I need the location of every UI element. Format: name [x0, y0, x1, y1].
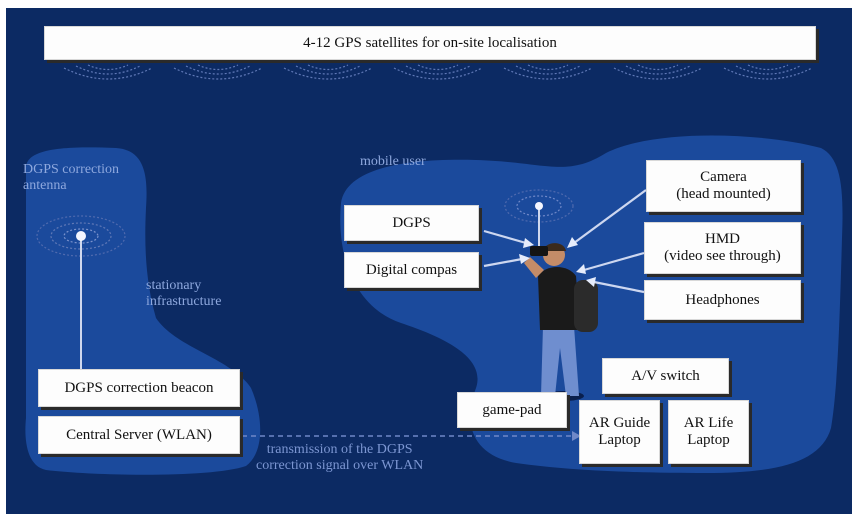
game-pad-box: game-pad [457, 392, 567, 428]
transmission-label: transmission of the DGPS correction sign… [256, 442, 424, 473]
mobile-user-label: mobile user [360, 154, 426, 169]
central-server-box: Central Server (WLAN) [38, 416, 240, 454]
dgps-antenna [36, 215, 126, 372]
hmd-box: HMD (video see through) [644, 222, 801, 274]
dgps-antenna-label: DGPS correction antenna [23, 162, 120, 193]
av-switch-box: A/V switch [602, 358, 729, 394]
gps-satellites-title: 4-12 GPS satellites for on-site localisa… [44, 26, 816, 60]
satellite-signals [63, 64, 813, 80]
mobile-antenna [504, 189, 574, 246]
diagram-panel: 4-12 GPS satellites for on-site localisa… [6, 8, 852, 514]
digital-compass-box: Digital compas [344, 252, 479, 288]
pointer-arrows [483, 189, 647, 294]
ar-guide-laptop-box: AR Guide Laptop [579, 400, 660, 464]
stationary-infrastructure-label: stationary infrastructure [146, 278, 222, 309]
camera-box: Camera (head mounted) [646, 160, 801, 212]
wlan-transmission-arrow [242, 431, 581, 441]
dgps-box: DGPS [344, 205, 479, 241]
ar-life-laptop-box: AR Life Laptop [668, 400, 749, 464]
dgps-correction-beacon-box: DGPS correction beacon [38, 369, 240, 407]
headphones-box: Headphones [644, 280, 801, 320]
